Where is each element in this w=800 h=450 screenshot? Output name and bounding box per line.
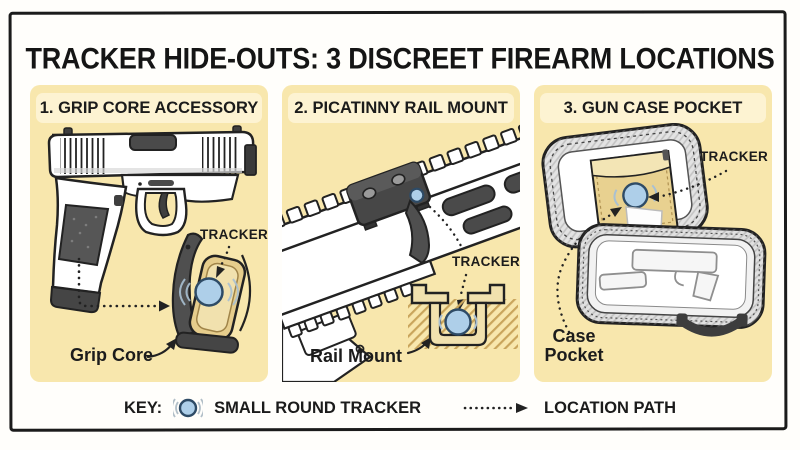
rail-mount-cross-section (408, 283, 518, 349)
takedown-lever (148, 180, 174, 186)
dotted-arrow-icon (463, 403, 529, 413)
pistol (47, 125, 257, 314)
panel-1-heading: 1. GRIP CORE ACCESSORY (36, 93, 262, 123)
location-path (556, 207, 622, 334)
mount-screw (362, 187, 377, 200)
tracker-pointer-arrowhead (648, 192, 659, 202)
magazine-in-case (598, 271, 647, 291)
signal-arcs (438, 314, 478, 330)
tracker-dot (194, 277, 224, 307)
mlok-slot (441, 184, 496, 217)
panel-rail-mount: 2. PICATINNY RAIL MOUNT (282, 85, 520, 382)
rear-serrations (202, 137, 240, 174)
panel-gun-case: 3. GUN CASE POCKET (534, 85, 772, 382)
tracker-dot (409, 187, 425, 203)
zipper-pull (662, 149, 670, 161)
muzzle (244, 144, 257, 176)
rail-mount-block (346, 161, 432, 231)
grip-texture-panel (57, 203, 110, 267)
case-pocket-label: Case Pocket (544, 326, 604, 365)
trigger (158, 192, 171, 219)
slide-shading (54, 168, 242, 173)
tracker-pointer-arrowhead (216, 266, 225, 278)
location-path-arrowhead (159, 300, 170, 312)
signal-arcs (179, 278, 239, 306)
mount-screw (391, 173, 406, 186)
barrel-nut-band (404, 199, 431, 265)
flange-right (466, 283, 506, 305)
pistol-with-grip-core-insert-icon (47, 125, 257, 359)
panel-3-heading: 3. GUN CASE POCKET (540, 93, 766, 123)
magazine-baseplate (49, 285, 102, 314)
tracker-label: TRACKER (700, 149, 769, 164)
location-path-arrowhead (610, 207, 622, 217)
page-title: TRACKER HIDE-OUTS: 3 DISCREET FIREARM LO… (25, 42, 775, 76)
tracker-label: TRACKER (200, 227, 269, 242)
channel (428, 301, 488, 347)
grip-core-accessory (171, 232, 252, 354)
flange-left (410, 283, 450, 305)
backstrap-screw (185, 244, 191, 250)
mlok-slot (462, 205, 513, 235)
rail-mount-callout-arrow (406, 337, 431, 355)
grip-core-callout-arrow (146, 338, 177, 359)
panel-grip-core: 1. GRIP CORE ACCESSORY (30, 85, 268, 382)
legend-tracker-text: SMALL ROUND TRACKER (214, 398, 422, 417)
case-handle (676, 313, 748, 337)
legend-path-text: LOCATION PATH (544, 398, 677, 417)
case-lid (541, 122, 709, 249)
location-path (77, 257, 170, 312)
tracker-dot (444, 308, 472, 336)
tracker-dot (622, 182, 649, 209)
case-base (575, 223, 767, 337)
ejection-port-cover (129, 134, 177, 151)
small-round-tracker-icon (173, 398, 204, 418)
legend: KEY: SMALL ROUND TRACKER LOCATION PATH (0, 394, 800, 422)
mag-release (114, 195, 123, 206)
mlok-slot (503, 161, 520, 194)
rail-mount-cross-section-icon (282, 120, 520, 382)
tracker-pointer (216, 245, 231, 278)
frame-pin (138, 182, 142, 186)
tracker-label: TRACKER (452, 254, 521, 269)
legend-key-label: KEY: (123, 398, 163, 417)
pocket-flap (589, 150, 672, 178)
pistol-in-case (598, 248, 720, 302)
rail-mount-label: Rail Mount (310, 346, 402, 366)
panel-2-heading: 2. PICATINNY RAIL MOUNT (288, 93, 514, 123)
open-gun-case-with-pocket-icon (541, 122, 767, 337)
tracker-pointer (648, 169, 728, 202)
grip-core-label: Grip Core (70, 345, 154, 365)
panels-row: 1. GRIP CORE ACCESSORY (30, 85, 772, 382)
wire-outline (239, 254, 252, 332)
